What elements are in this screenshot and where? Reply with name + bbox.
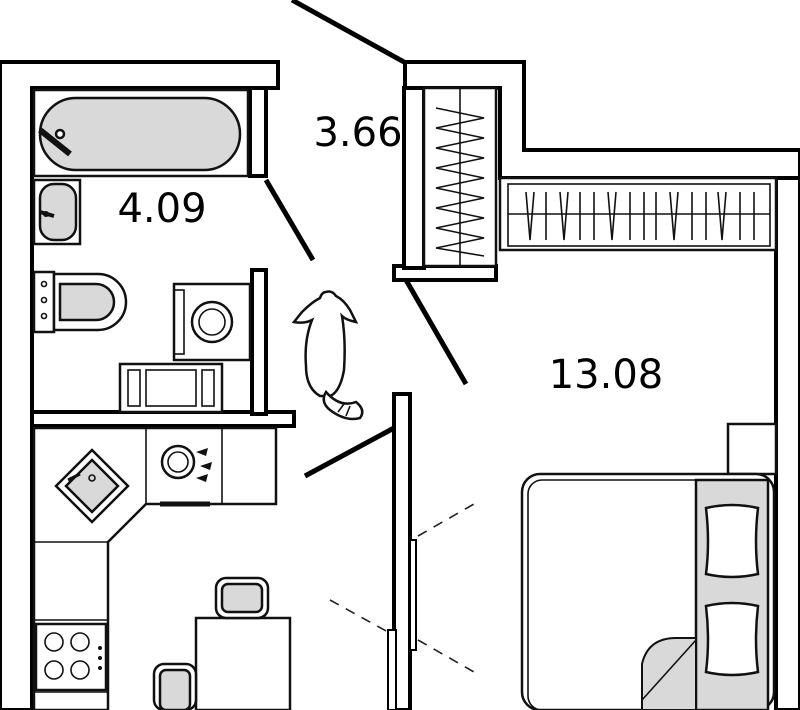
bathroom-door-leaf xyxy=(263,178,316,262)
entrance-door-leaf xyxy=(290,0,406,65)
doors xyxy=(263,0,475,673)
living-room-area-label: 13.08 xyxy=(549,352,664,398)
kettle-icon xyxy=(160,444,212,482)
bathroom-area-label: 4.09 xyxy=(117,186,206,232)
sliding-door-path-3 xyxy=(417,639,475,673)
bed-icon xyxy=(520,472,776,710)
sliding-door-path xyxy=(417,503,475,537)
bathtub-icon xyxy=(32,88,250,178)
wardrobe-door-leaf xyxy=(403,278,469,386)
toilet-icon xyxy=(32,270,128,334)
kitchen-sink-icon xyxy=(54,448,130,524)
cat-icon xyxy=(291,290,364,421)
stove-icon xyxy=(34,622,108,692)
sink-icon xyxy=(32,178,82,246)
sliding-door-path-2 xyxy=(329,599,389,633)
laundry-rack-icon xyxy=(118,362,224,414)
wardrobe-area-label: 3.66 xyxy=(313,110,402,156)
wardrobe-closet-icon xyxy=(422,86,498,268)
dining-table-icon xyxy=(152,576,292,710)
washing-machine-icon xyxy=(172,282,252,362)
kitchen-door-leaf xyxy=(303,425,396,479)
outer-walls xyxy=(0,60,800,710)
closet-strip-icon xyxy=(498,176,778,252)
